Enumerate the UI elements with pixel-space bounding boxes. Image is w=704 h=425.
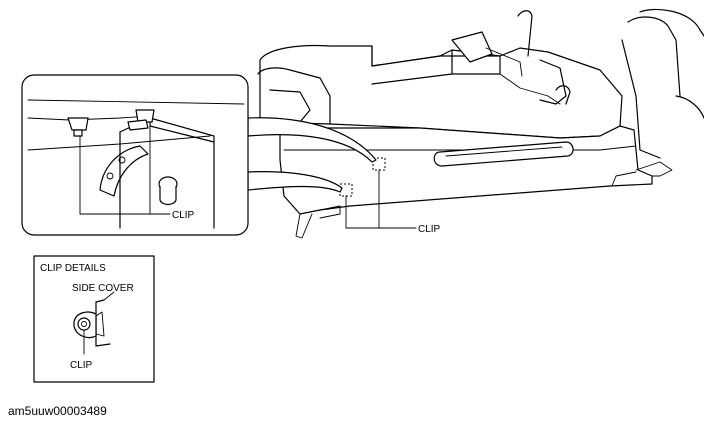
side-cover-label: SIDE COVER — [72, 283, 134, 294]
console-assembly — [257, 8, 704, 239]
clip-label-main: CLIP — [418, 224, 441, 235]
clip-label-inset: CLIP — [172, 210, 195, 221]
clip-details-label: CLIP — [70, 360, 93, 371]
clip-detail-inset — [21, 74, 249, 236]
clip-location-lower — [339, 183, 353, 197]
detail-callout-beams — [247, 117, 377, 193]
clip-details-box — [33, 255, 155, 383]
figure-id-caption: am5uuw00003489 — [8, 404, 107, 418]
clip-details-title: CLIP DETAILS — [40, 263, 106, 274]
clip-leader-main — [345, 169, 417, 229]
